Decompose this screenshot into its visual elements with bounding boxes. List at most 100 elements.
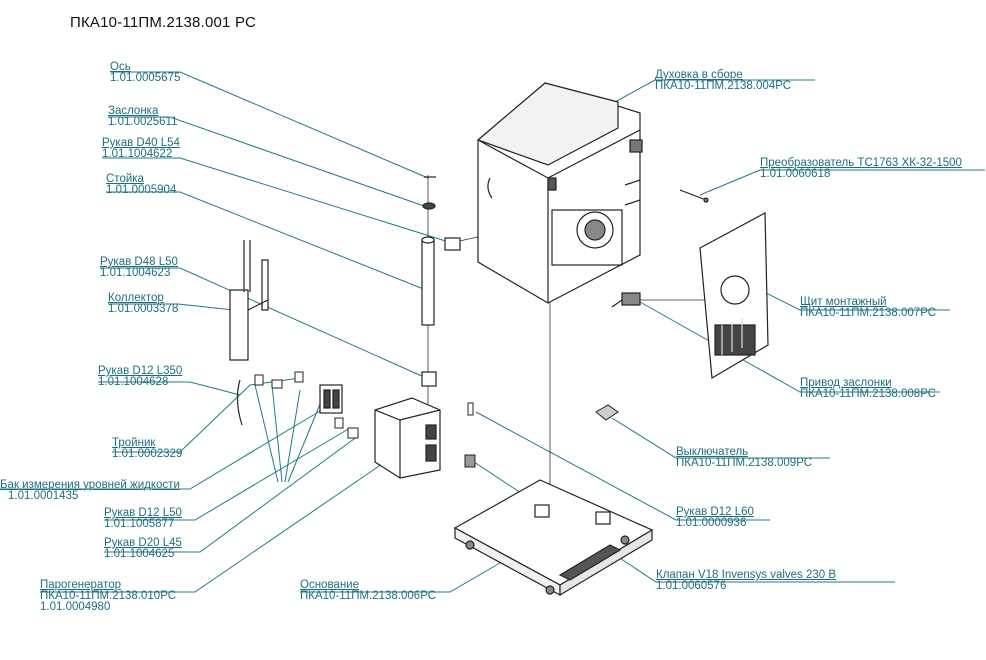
callout-bak-name: Бак измерения уровней жидкости [0,479,180,491]
callout-duhovka-code: ПКА10-11ПМ.2138.004РС [655,80,792,92]
level-tank [319,384,343,414]
callout-shchit-code: ПКА10-11ПМ.2138.007РС [800,307,937,319]
switch-part [595,404,619,421]
callout-stoyka-code: 1.01.0005904 [106,184,177,196]
damper-drive [611,292,641,308]
callout-rukav-d12-l350-code: 1.01.1004628 [98,376,169,388]
leader-arrow-3 [284,389,301,483]
small-hoses [334,417,359,439]
leader-privod [639,301,940,393]
callout-osnovanie: Основание ПКА10-11ПМ.2138.006РС [300,579,437,602]
callout-kollektor-name: Коллектор [108,292,164,304]
callout-zaslonka: Заслонка 1.01.0025611 [108,105,178,128]
sensor-part [679,189,709,203]
callout-bak: Бак измерения уровней жидкости 1.01.0001… [0,479,180,502]
leader-zaslonka [108,116,425,207]
callout-rukav-d48: Рукав D48 L50 1.01.1004623 [100,256,178,279]
callout-bak-code: 1.01.0001435 [8,490,79,502]
callout-troynik-code: 1.01.0002329 [112,448,183,460]
leader-rukav-d20 [104,435,359,553]
callout-parogenerator-name: Парогенератор [40,579,122,591]
callout-troynik: Тройник 1.01.0002329 [112,437,183,460]
callout-privod-name: Привод заслонки [800,377,892,389]
oven-assembly [476,82,643,304]
steam-generator [374,397,441,479]
mounting-panel [699,212,769,379]
base-plate [453,479,654,597]
hose-d12-l350 [236,379,243,426]
leader-rukav-d12-l60 [475,411,770,521]
callout-klapan-name: Клапан V18 Invensys valves 230 В [656,569,837,581]
callout-rukav-d20-code: 1.01.1004625 [104,548,175,560]
callout-kollektor: Коллектор 1.01.0003378 [108,292,179,315]
collector-part [229,240,269,361]
callout-privod-code: ПКА10-11ПМ.2138.008РС [800,388,937,400]
leader-arrow-4 [287,391,326,483]
callout-rukav-d40-code: 1.01.1004622 [102,148,173,160]
leader-rukav-d12-l50 [104,427,351,521]
callout-duhovka: Духовка в сборе ПКА10-11ПМ.2138.004РС [655,69,792,92]
callout-rukav-d12-l350: Рукав D12 L350 1.01.1004628 [98,365,183,388]
leader-osnovanie [300,559,506,593]
callout-shchit-name: Щит монтажный [800,296,887,308]
leader-os [110,71,429,179]
leader-stoyka [106,191,427,291]
callout-vyklyuchatel: Выключатель ПКА10-11ПМ.2138.009РС [676,446,813,469]
tee-parts [254,371,304,389]
callout-rukav-d40-name: Рукав D40 L54 [102,137,180,149]
callout-os-name: Ось [110,61,131,73]
callout-zaslonka-name: Заслонка [108,105,159,117]
callout-rukav-d12-l50-name: Рукав D12 L50 [104,507,182,519]
leader-lines [0,71,985,593]
hose-d12-l60 [467,402,474,416]
callout-parogenerator-code: ПКА10-11ПМ.2138.010РС [40,590,177,602]
callout-troynik-name: Тройник [112,437,156,449]
leader-shchit [759,289,950,311]
leader-arrow-1 [254,384,279,483]
leader-parogenerator [40,461,386,593]
leader-duhovka [603,79,815,109]
callout-os-code: 1.01.0005675 [110,72,181,84]
leader-rukav-d12-l350 [98,381,241,396]
callout-rukav-d12-l60: Рукав D12 L60 1.01.0000936 [676,506,754,529]
page-title: ПКА10-11ПМ.2138.001 РС [70,14,257,31]
callout-rukav-d20: Рукав D20 L45 1.01.1004625 [104,537,182,560]
callout-preobrazovatel: Преобразователь ТС1763 ХК-32-1500 1.01.0… [760,157,962,180]
callout-stoyka-name: Стойка [106,173,144,185]
callout-vyklyuchatel-name: Выключатель [676,446,749,458]
valve-part [464,454,476,468]
callout-parogenerator-code2: 1.01.0004980 [40,601,111,613]
callout-stoyka: Стойка 1.01.0005904 [106,173,177,196]
callout-rukav-d48-name: Рукав D48 L50 [100,256,178,268]
callout-vyklyuchatel-code: ПКА10-11ПМ.2138.009РС [676,457,813,469]
callout-shchit: Щит монтажный ПКА10-11ПМ.2138.007РС [800,296,937,319]
callout-zaslonka-code: 1.01.0025611 [108,116,178,128]
damper-stack [421,176,461,387]
callout-kollektor-code: 1.01.0003378 [108,303,179,315]
callout-rukav-d12-l350-name: Рукав D12 L350 [98,365,183,377]
leader-vyklyuchatel [611,417,830,459]
leader-kollektor [108,303,235,311]
callout-osnovanie-name: Основание [300,579,359,591]
callout-osnovanie-code: ПКА10-11ПМ.2138.006РС [300,590,437,602]
callout-parogenerator: Парогенератор ПКА10-11ПМ.2138.010РС 1.01… [40,579,177,613]
callout-preobrazovatel-code: 1.01.0060618 [760,168,831,180]
callout-klapan: Клапан V18 Invensys valves 230 В 1.01.00… [656,569,837,592]
callout-rukav-d12-l50: Рукав D12 L50 1.01.1005877 [104,507,182,530]
callout-rukav-d20-name: Рукав D20 L45 [104,537,182,549]
callout-rukav-d12-l60-code: 1.01.0000936 [676,517,747,529]
callout-rukav-d40: Рукав D40 L54 1.01.1004622 [102,137,180,160]
callout-os: Ось 1.01.0005675 [110,61,181,84]
callout-preobrazovatel-name: Преобразователь ТС1763 ХК-32-1500 [760,157,962,169]
callout-rukav-d12-l60-name: Рукав D12 L60 [676,506,754,518]
callout-duhovka-name: Духовка в сборе [655,69,743,81]
leader-rukav-d48 [100,267,425,378]
leader-arrow-2 [271,384,283,483]
leader-rukav-d40 [102,157,453,244]
callout-privod: Привод заслонки ПКА10-11ПМ.2138.008РС [800,377,937,400]
leader-preobrazovatel [699,169,985,196]
callout-rukav-d12-l50-code: 1.01.1005877 [104,518,175,530]
leader-bak [0,404,331,490]
